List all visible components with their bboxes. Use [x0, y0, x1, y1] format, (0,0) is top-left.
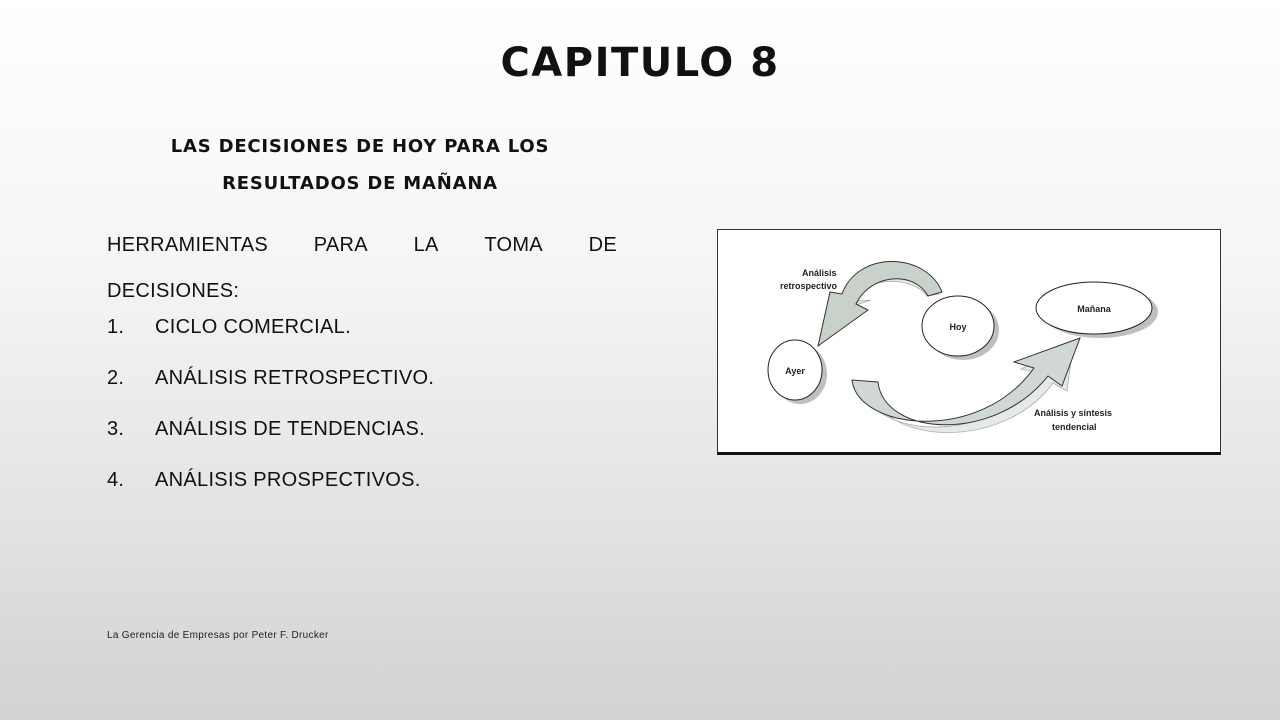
list-item: 2. ANÁLISIS RETROSPECTIVO. [107, 355, 434, 406]
ayer-node: Ayer [767, 339, 827, 404]
tools-intro: HERRAMIENTAS PARA LA TOMA DE DECISIONES: [107, 222, 617, 314]
list-item-label: ANÁLISIS DE TENDENCIAS. [155, 418, 425, 440]
retrospective-label-line-2: retrospectivo [780, 281, 838, 291]
manana-node: Mañana [1035, 281, 1158, 338]
slide-subtitle: LAS DECISIONES DE HOY PARA LOS RESULTADO… [110, 128, 610, 202]
list-item: 3. ANÁLISIS DE TENDENCIAS. [107, 406, 434, 457]
list-item: 1. CICLO COMERCIAL. [107, 304, 434, 355]
list-item-number: 4. [107, 469, 125, 491]
list-item-label: ANÁLISIS RETROSPECTIVO. [155, 367, 435, 389]
retrospective-label-line-1: Análisis [802, 268, 837, 278]
list-item-label: ANÁLISIS PROSPECTIVOS. [155, 469, 421, 491]
list-item-number: 3. [107, 418, 125, 440]
ayer-label: Ayer [785, 366, 805, 376]
hoy-node: Hoy [921, 295, 999, 360]
intro-word: HERRAMIENTAS [107, 234, 269, 256]
diagram-canvas: Hoy Mañana Ayer Análisis retrospectivo A… [767, 261, 1158, 433]
analysis-cycle-diagram: Hoy Mañana Ayer Análisis retrospectivo A… [717, 229, 1221, 455]
list-item-number: 2. [107, 367, 125, 389]
list-item: 4. ANÁLISIS PROSPECTIVOS. [107, 457, 434, 508]
manana-label: Mañana [1077, 304, 1112, 314]
retrospective-arrow [817, 261, 943, 348]
intro-line-1: HERRAMIENTAS PARA LA TOMA DE [107, 222, 617, 268]
list-item-label: CICLO COMERCIAL. [155, 316, 351, 338]
hoy-label: Hoy [949, 322, 966, 332]
list-item-number: 1. [107, 316, 125, 338]
trend-label-line-2: tendencial [1052, 422, 1097, 432]
subtitle-line-2: RESULTADOS DE MAÑANA [222, 173, 498, 194]
intro-word: PARA [313, 234, 368, 256]
intro-line-2: DECISIONES: [107, 280, 240, 302]
trend-label-line-1: Análisis y síntesis [1034, 408, 1112, 418]
slide-title: CAPITULO 8 [500, 40, 780, 86]
intro-word: LA [413, 234, 439, 256]
trend-arrow [851, 337, 1081, 433]
intro-word: TOMA [484, 234, 543, 256]
subtitle-line-1: LAS DECISIONES DE HOY PARA LOS [170, 136, 550, 157]
source-citation: La Gerencia de Empresas por Peter F. Dru… [107, 630, 329, 641]
intro-word: DE [588, 234, 617, 256]
tools-list: 1. CICLO COMERCIAL. 2. ANÁLISIS RETROSPE… [107, 304, 434, 508]
